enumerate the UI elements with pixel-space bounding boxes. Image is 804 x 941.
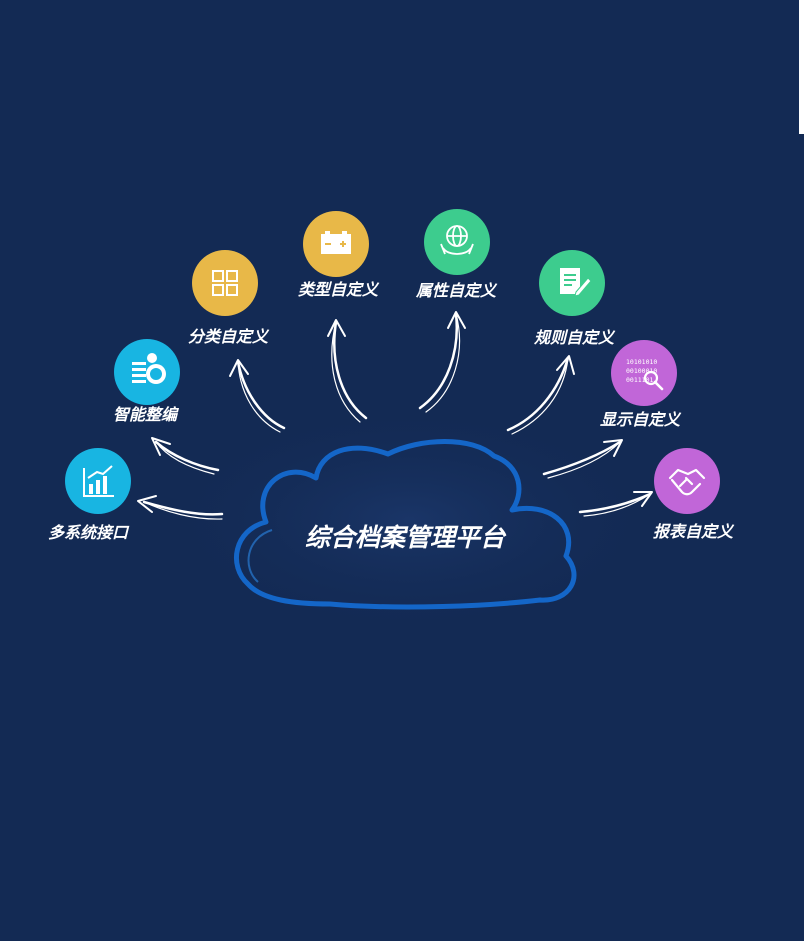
cloud-inner-line <box>247 529 273 583</box>
edge-highlight <box>799 0 804 134</box>
arrow-to-rule-custom <box>506 355 575 435</box>
cloud-glow <box>150 400 670 640</box>
node-label: 显示自定义 <box>600 410 682 429</box>
handshake-icon <box>668 468 706 496</box>
binary-line-3: 0011101 <box>626 376 653 384</box>
arrow-to-category-custom <box>229 359 286 433</box>
arrow-to-multi-system-interface <box>137 495 224 520</box>
arrow-to-attribute-custom <box>418 311 466 413</box>
arrow-to-report-custom <box>578 491 653 517</box>
platform-title: 综合档案管理平台 <box>305 523 507 552</box>
magnifier-icon <box>643 370 659 386</box>
node-circle <box>192 250 258 316</box>
connector-arrows <box>137 311 653 520</box>
node-display-custom: 10101010 00100010 0011101 显示自定义 <box>600 340 682 429</box>
battery-icon <box>321 231 351 254</box>
node-label: 智能整编 <box>113 405 180 424</box>
platform-cloud: 综合档案管理平台 <box>233 439 577 610</box>
node-smart-compile: 智能整编 <box>113 339 180 424</box>
grid-icon <box>212 270 238 296</box>
node-category-custom: 分类自定义 <box>188 250 270 346</box>
node-circle <box>424 209 490 275</box>
arrow-to-type-custom <box>327 319 368 423</box>
binary-line-1: 10101010 <box>626 358 657 366</box>
node-circle <box>611 340 677 406</box>
node-attribute-custom: 属性自定义 <box>415 209 498 300</box>
node-label: 报表自定义 <box>653 522 735 541</box>
coin-stack-icon <box>132 353 166 384</box>
node-report-custom: 报表自定义 <box>653 448 735 541</box>
globe-hands-icon <box>440 225 474 255</box>
node-label: 类型自定义 <box>298 280 380 299</box>
document-pen-icon <box>560 268 592 297</box>
cloud-outline <box>233 439 577 610</box>
node-multi-system-interface: 多系统接口 <box>48 448 131 542</box>
binary-search-icon: 10101010 00100010 0011101 <box>626 358 664 391</box>
binary-line-2: 00100010 <box>626 367 657 375</box>
node-label: 分类自定义 <box>188 327 270 346</box>
node-label: 规则自定义 <box>534 328 616 347</box>
node-label: 属性自定义 <box>415 281 498 300</box>
node-label: 多系统接口 <box>48 523 130 542</box>
arrow-to-display-custom <box>542 439 623 479</box>
node-type-custom: 类型自定义 <box>298 211 380 299</box>
node-circle <box>654 448 720 514</box>
arrow-to-smart-compile <box>151 437 220 475</box>
node-rule-custom: 规则自定义 <box>534 250 616 347</box>
bar-chart-icon <box>83 465 114 497</box>
